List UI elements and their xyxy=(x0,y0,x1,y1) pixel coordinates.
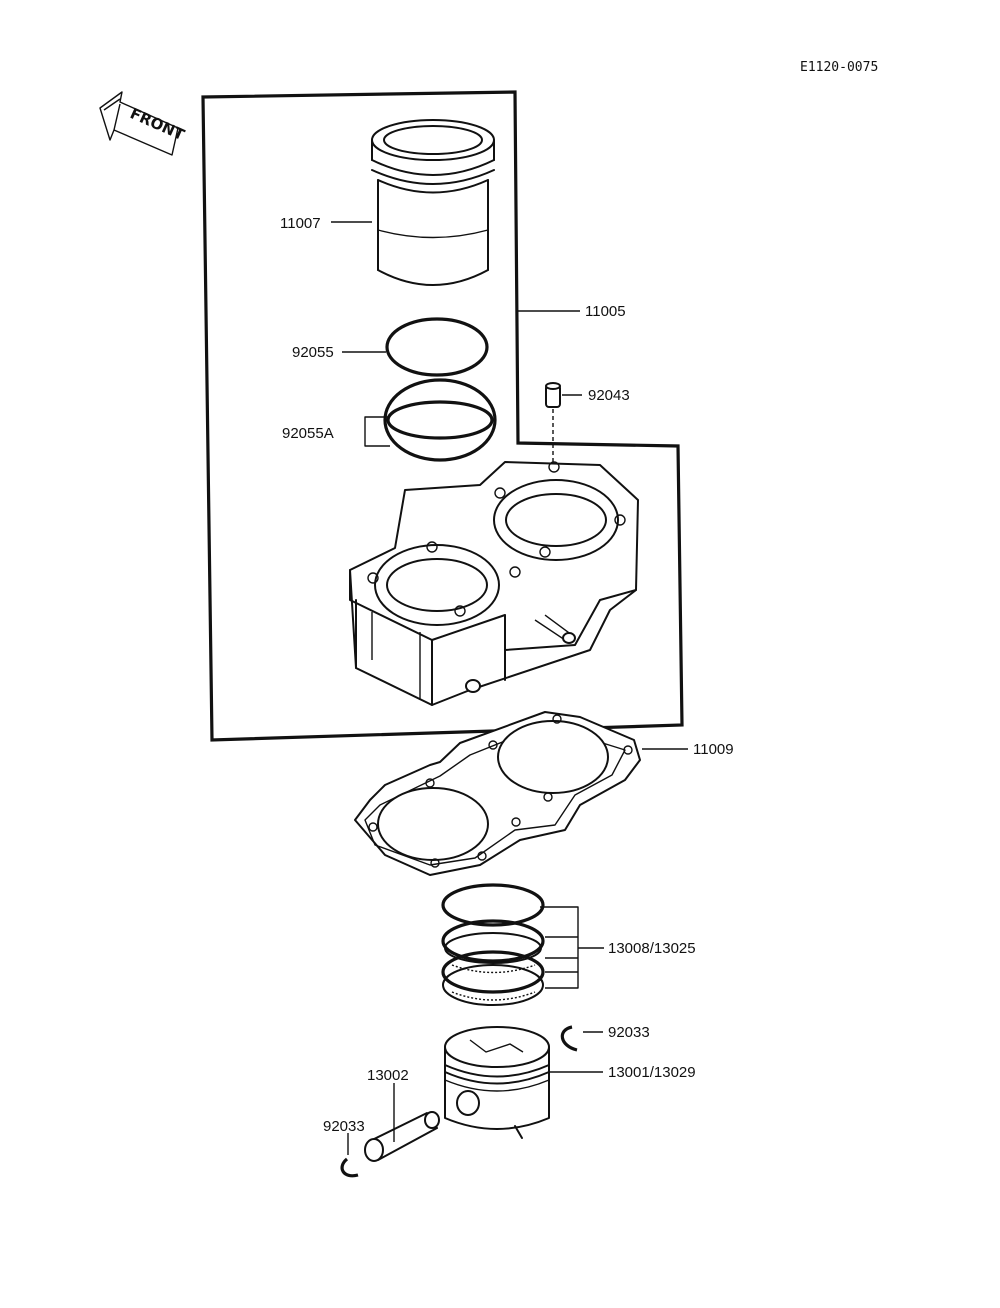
figure-code: E1120-0075 xyxy=(800,60,878,75)
label-11009: 11009 xyxy=(693,741,734,758)
label-13001-13029: 13001/13029 xyxy=(608,1064,696,1081)
piston-ring-set xyxy=(441,883,545,1006)
label-92055: 92055 xyxy=(292,344,334,361)
label-92055a: 92055A xyxy=(282,425,334,442)
piston-pin xyxy=(364,1111,440,1162)
cylinder-liner xyxy=(371,119,495,286)
o-ring-set-92055a xyxy=(383,378,497,462)
label-92033-upper: 92033 xyxy=(608,1024,650,1041)
label-13002: 13002 xyxy=(367,1067,409,1084)
dowel-pin xyxy=(545,382,561,462)
cylinder-assembly-outline xyxy=(201,90,684,742)
label-11005: 11005 xyxy=(585,303,626,320)
base-gasket xyxy=(354,711,641,876)
piston xyxy=(444,1026,550,1139)
circlip-lower xyxy=(340,1157,359,1178)
label-13008-13025: 13008/13025 xyxy=(608,940,696,957)
label-11007: 11007 xyxy=(280,215,321,232)
cylinder-block xyxy=(349,461,639,706)
front-arrow-icon: FRONT xyxy=(99,91,188,156)
o-ring-92055 xyxy=(385,317,489,377)
label-92033-lower: 92033 xyxy=(323,1118,365,1135)
label-92043: 92043 xyxy=(588,387,630,404)
circlip-upper xyxy=(560,1025,578,1052)
